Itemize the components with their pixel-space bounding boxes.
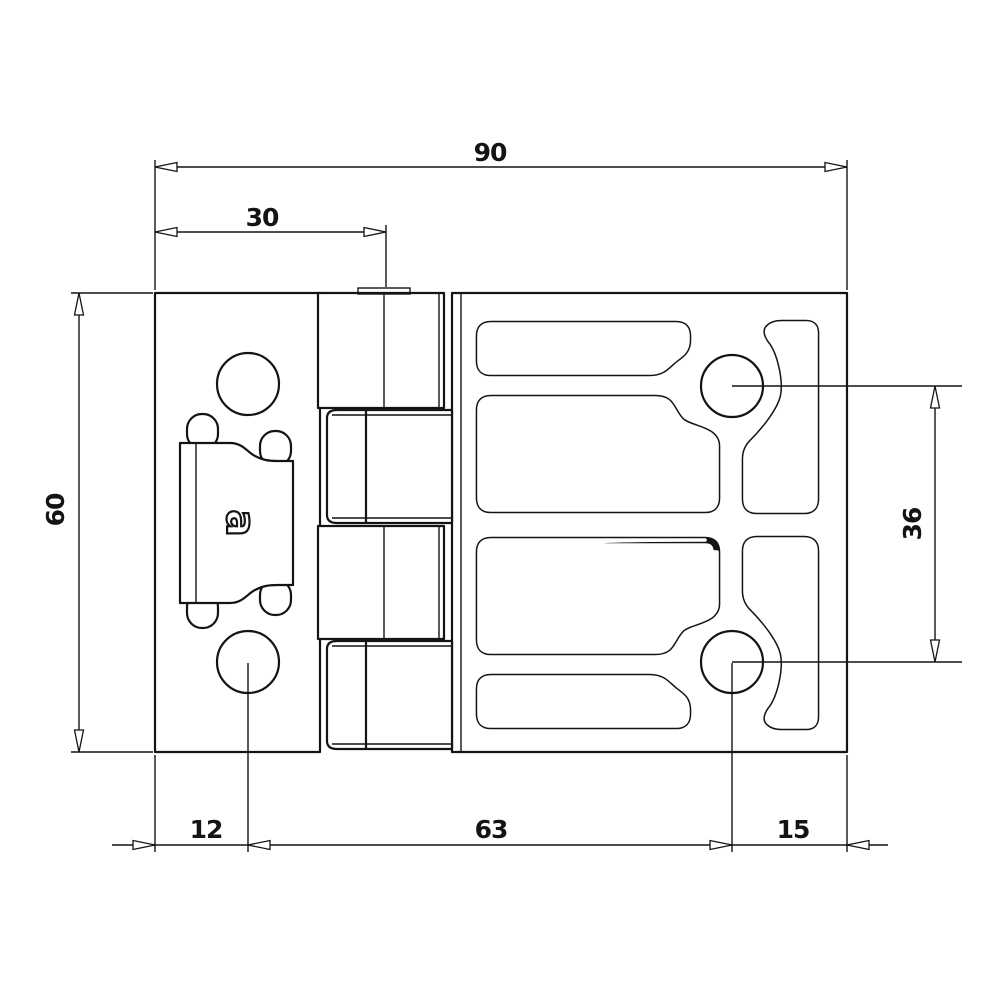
arrowheads: [73, 161, 941, 851]
spring-clip: a: [178, 412, 295, 630]
extension-lines: [71, 160, 962, 852]
dimension-lines: [78, 166, 936, 846]
dim-hole-to-edge-label: 15: [777, 815, 810, 844]
dim-total-width-label: 90: [474, 138, 507, 167]
pocket-large-lower: [475, 536, 721, 656]
knuckle-row-3: [316, 524, 446, 641]
dim-total-height-label: 60: [41, 493, 70, 526]
pocket-large-upper: [475, 394, 721, 514]
pocket-curved-upper: [741, 319, 820, 515]
dim-edge-to-hole-label: 12: [190, 815, 223, 844]
clip-body: [178, 441, 295, 605]
hinge-pin-tab: [357, 287, 411, 295]
dim-pin-offset-label: 30: [246, 203, 279, 232]
pocket-curved-lower: [741, 535, 820, 731]
dim-hole-to-hole-label: 63: [475, 815, 508, 844]
knuckle-row-4: [325, 639, 454, 751]
knuckle-row-1: [316, 291, 446, 410]
hole-left-top: [215, 351, 281, 417]
pocket-bottom-slot: [475, 673, 692, 730]
manufacturer-logo-icon: a: [217, 510, 263, 537]
knuckle-row-2: [325, 408, 454, 525]
pocket-top-slot: [475, 320, 692, 377]
dim-hole-spacing-label: 36: [898, 507, 927, 540]
